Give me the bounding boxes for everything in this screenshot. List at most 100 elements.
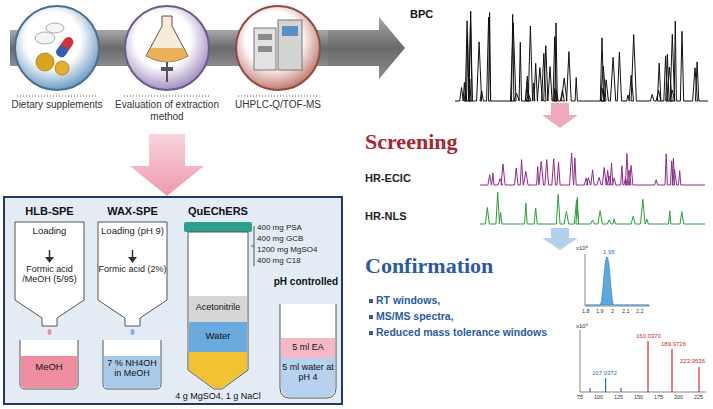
node-text: MS/MS spectra,	[376, 310, 566, 322]
spe-cartridge	[98, 222, 167, 326]
node-text: HLB-SPE	[12, 205, 87, 218]
node-text: HR-ECIC	[365, 172, 445, 185]
instrument-slot	[258, 46, 272, 52]
dotted-rule	[124, 96, 210, 97]
softgel	[36, 53, 54, 71]
annotation-label: 225	[694, 394, 703, 400]
annotation-label: 223.9536	[680, 358, 705, 365]
annotation-label: x10⁵	[576, 245, 588, 252]
annotation-label: 400 mg GCB	[257, 235, 303, 244]
instrument-module	[278, 20, 302, 70]
annotation-label: 2.1	[622, 308, 630, 314]
node-text: Loading	[15, 226, 84, 237]
bpc-chromatogram: BPC	[405, 3, 708, 103]
screening-panel: ScreeningHR-ECIC HR-NLS	[360, 128, 708, 228]
node-text: 4 g MgSO4, 1 g NaCl	[170, 391, 266, 401]
spe-cartridge: WAX-SPE Loading (pH 9) Formic acid (2%)	[95, 204, 170, 334]
node-text: Dietary supplements	[7, 99, 107, 111]
annotation-label: 1.9	[596, 308, 604, 314]
dotted-rule	[17, 96, 97, 97]
flow-arrow	[130, 134, 204, 196]
node-text: MeOH	[20, 362, 78, 373]
circle-icon	[125, 6, 209, 90]
drop	[48, 329, 52, 335]
spectrum-bar	[698, 367, 699, 392]
node-text: Formic acid /MeOH (5/95)	[15, 264, 84, 285]
node-text: 7 % NH4OH in MeOH	[103, 358, 161, 379]
node-text: UHPLC-Q/TOF-MS	[228, 99, 328, 111]
acetonitrile-layer	[189, 296, 247, 322]
method-circle: UHPLC-Q/TOF-MS	[228, 4, 328, 134]
spe-cartridge: HLB-SPE LoadingFormic acid /MeOH (5/95)	[12, 204, 87, 334]
ph-tube: pH controlled5 ml EA5 ml water at pH 4	[272, 276, 340, 400]
annotation-label: 100	[594, 394, 603, 400]
pill	[46, 23, 64, 33]
annotation-label: 175	[654, 394, 663, 400]
node-text: Loading (pH 9)	[98, 226, 167, 237]
annotation-label: 2	[611, 308, 614, 314]
annotation-label: x10⁵	[576, 323, 588, 330]
spectrum-bar	[589, 388, 590, 392]
axis	[585, 306, 650, 307]
vessel	[20, 340, 78, 389]
annotation-label: 189.9726	[661, 341, 686, 348]
annotation-label: 400 mg PSA	[257, 224, 302, 233]
tube-outline	[280, 304, 336, 398]
nls-trace	[480, 192, 705, 224]
node-text: Screening	[365, 129, 495, 154]
eluate	[104, 356, 160, 388]
softgel	[55, 61, 69, 75]
water-layer	[281, 358, 335, 397]
node-text: QuEChERS	[170, 205, 266, 218]
node-text: Formic acid (2%)	[98, 264, 167, 274]
funnel-stem	[166, 62, 168, 82]
bullet	[369, 331, 373, 335]
node-text: Acetonitrile	[188, 302, 248, 312]
spectrum-bar	[620, 388, 621, 392]
axis	[580, 392, 706, 393]
spectrum-bar	[647, 341, 648, 392]
collection-vessel: 7 % NH4OH in MeOH	[100, 338, 164, 390]
bullet	[369, 299, 373, 303]
spectrum-bar	[671, 349, 672, 392]
confirmation-panel: ConfirmationRT windows,MS/MS spectra,Red…	[360, 250, 708, 405]
method-circle: Evaluation of extraction method	[109, 4, 225, 134]
flow-arrow	[128, 257, 137, 263]
circle-icon	[236, 6, 320, 90]
annotation-label: 1.95	[603, 249, 615, 256]
water-layer	[189, 322, 247, 352]
annotation-label: 150	[634, 394, 643, 400]
dotted-rule	[238, 96, 318, 97]
annotation-label: 125	[614, 394, 623, 400]
tube-outline	[188, 232, 248, 389]
annotation-label: 160.0370	[636, 333, 661, 340]
collection-vessel: MeOH	[17, 338, 81, 390]
node-text: HR-NLS	[365, 210, 445, 223]
annotation-label: 107.0372	[592, 370, 617, 377]
vessel	[103, 340, 161, 389]
tube-body	[188, 232, 248, 389]
node-text: Reduced mass tolerance windows	[376, 326, 566, 338]
axis	[585, 254, 586, 306]
flow-arrow	[49, 250, 51, 258]
funnel-liquid	[146, 48, 188, 62]
flow-arrow	[542, 228, 578, 250]
ecic-trace	[480, 153, 705, 185]
spe-cartridge	[15, 222, 84, 326]
node-text: Confirmation	[365, 253, 525, 278]
node-text: pH controlled	[272, 276, 340, 288]
node-text: WAX-SPE	[95, 205, 170, 218]
salt-layer	[189, 352, 247, 388]
node-text: 5 ml EA	[282, 342, 334, 352]
annotation-label: 2.2	[636, 308, 644, 314]
instrument-screen	[282, 26, 298, 36]
annotation-label: 200	[674, 394, 683, 400]
separatory-funnel	[146, 16, 188, 62]
node-text: Evaluation of extraction method	[109, 99, 225, 122]
stopcock	[161, 67, 173, 71]
flow-arrow	[132, 250, 134, 258]
pill	[35, 32, 55, 44]
tube-cap	[184, 222, 252, 232]
capsule	[55, 35, 76, 59]
